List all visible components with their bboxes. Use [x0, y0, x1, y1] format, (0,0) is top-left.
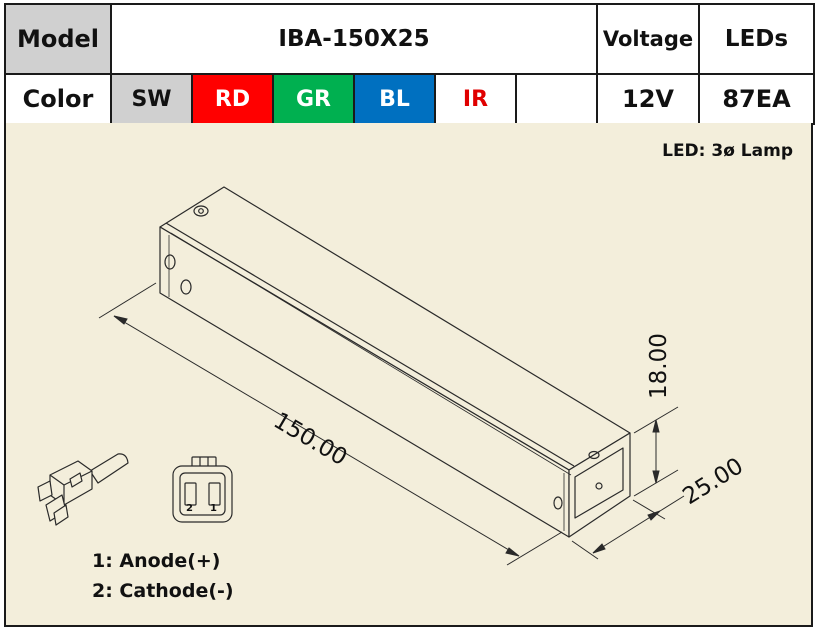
end-side-hole — [553, 496, 563, 510]
housing-edge-line — [170, 232, 572, 476]
housing-edge-line — [165, 222, 575, 467]
top-mount-hole — [193, 205, 209, 217]
connector-pin-1: 1 — [210, 503, 217, 514]
dim-width-label: 25.00 — [678, 453, 748, 510]
dim-length-label: 150.00 — [269, 408, 352, 471]
technical-drawing: LED: 3ø Lamp — [4, 123, 813, 627]
color-swatch-ir: IR — [434, 73, 517, 125]
voltage-label: Voltage — [596, 3, 700, 75]
end-face-recess — [574, 447, 624, 519]
dim-height-label: 18.00 — [646, 333, 672, 399]
top-mount-hole-inner — [198, 208, 204, 214]
connector-front-view — [172, 456, 233, 523]
side-hole — [180, 279, 192, 295]
model-label: Model — [4, 3, 112, 75]
led-note: LED: 3ø Lamp — [662, 141, 793, 161]
voltage-value: 12V — [596, 73, 700, 125]
length-dimension — [98, 282, 563, 566]
side-hole — [164, 254, 176, 270]
color-swatch-empty — [515, 73, 598, 125]
connector-pin-2: 2 — [186, 503, 193, 514]
connector-side-view — [37, 453, 129, 526]
spec-table: Model IBA-150X25 Voltage LEDs Color SW R… — [4, 3, 815, 125]
color-swatch-gr: GR — [272, 73, 355, 125]
leds-value: 87EA — [698, 73, 815, 125]
color-label: Color — [4, 73, 112, 125]
width-dimension — [571, 495, 685, 560]
model-value: IBA-150X25 — [110, 3, 598, 75]
end-face-hole — [595, 482, 603, 490]
color-swatch-rd: RD — [191, 73, 274, 125]
color-swatch-bl: BL — [353, 73, 436, 125]
end-top-hole — [588, 450, 600, 460]
isometric-view: 150.00 18.00 25.00 — [37, 186, 748, 566]
height-dimension — [633, 406, 679, 497]
pin-legend-cathode: 2: Cathode(-) — [92, 580, 234, 602]
color-swatch-sw: SW — [110, 73, 193, 125]
housing-end-face — [568, 432, 631, 538]
pin-legend-anode: 1: Anode(+) — [92, 550, 221, 572]
leds-label: LEDs — [698, 3, 815, 75]
